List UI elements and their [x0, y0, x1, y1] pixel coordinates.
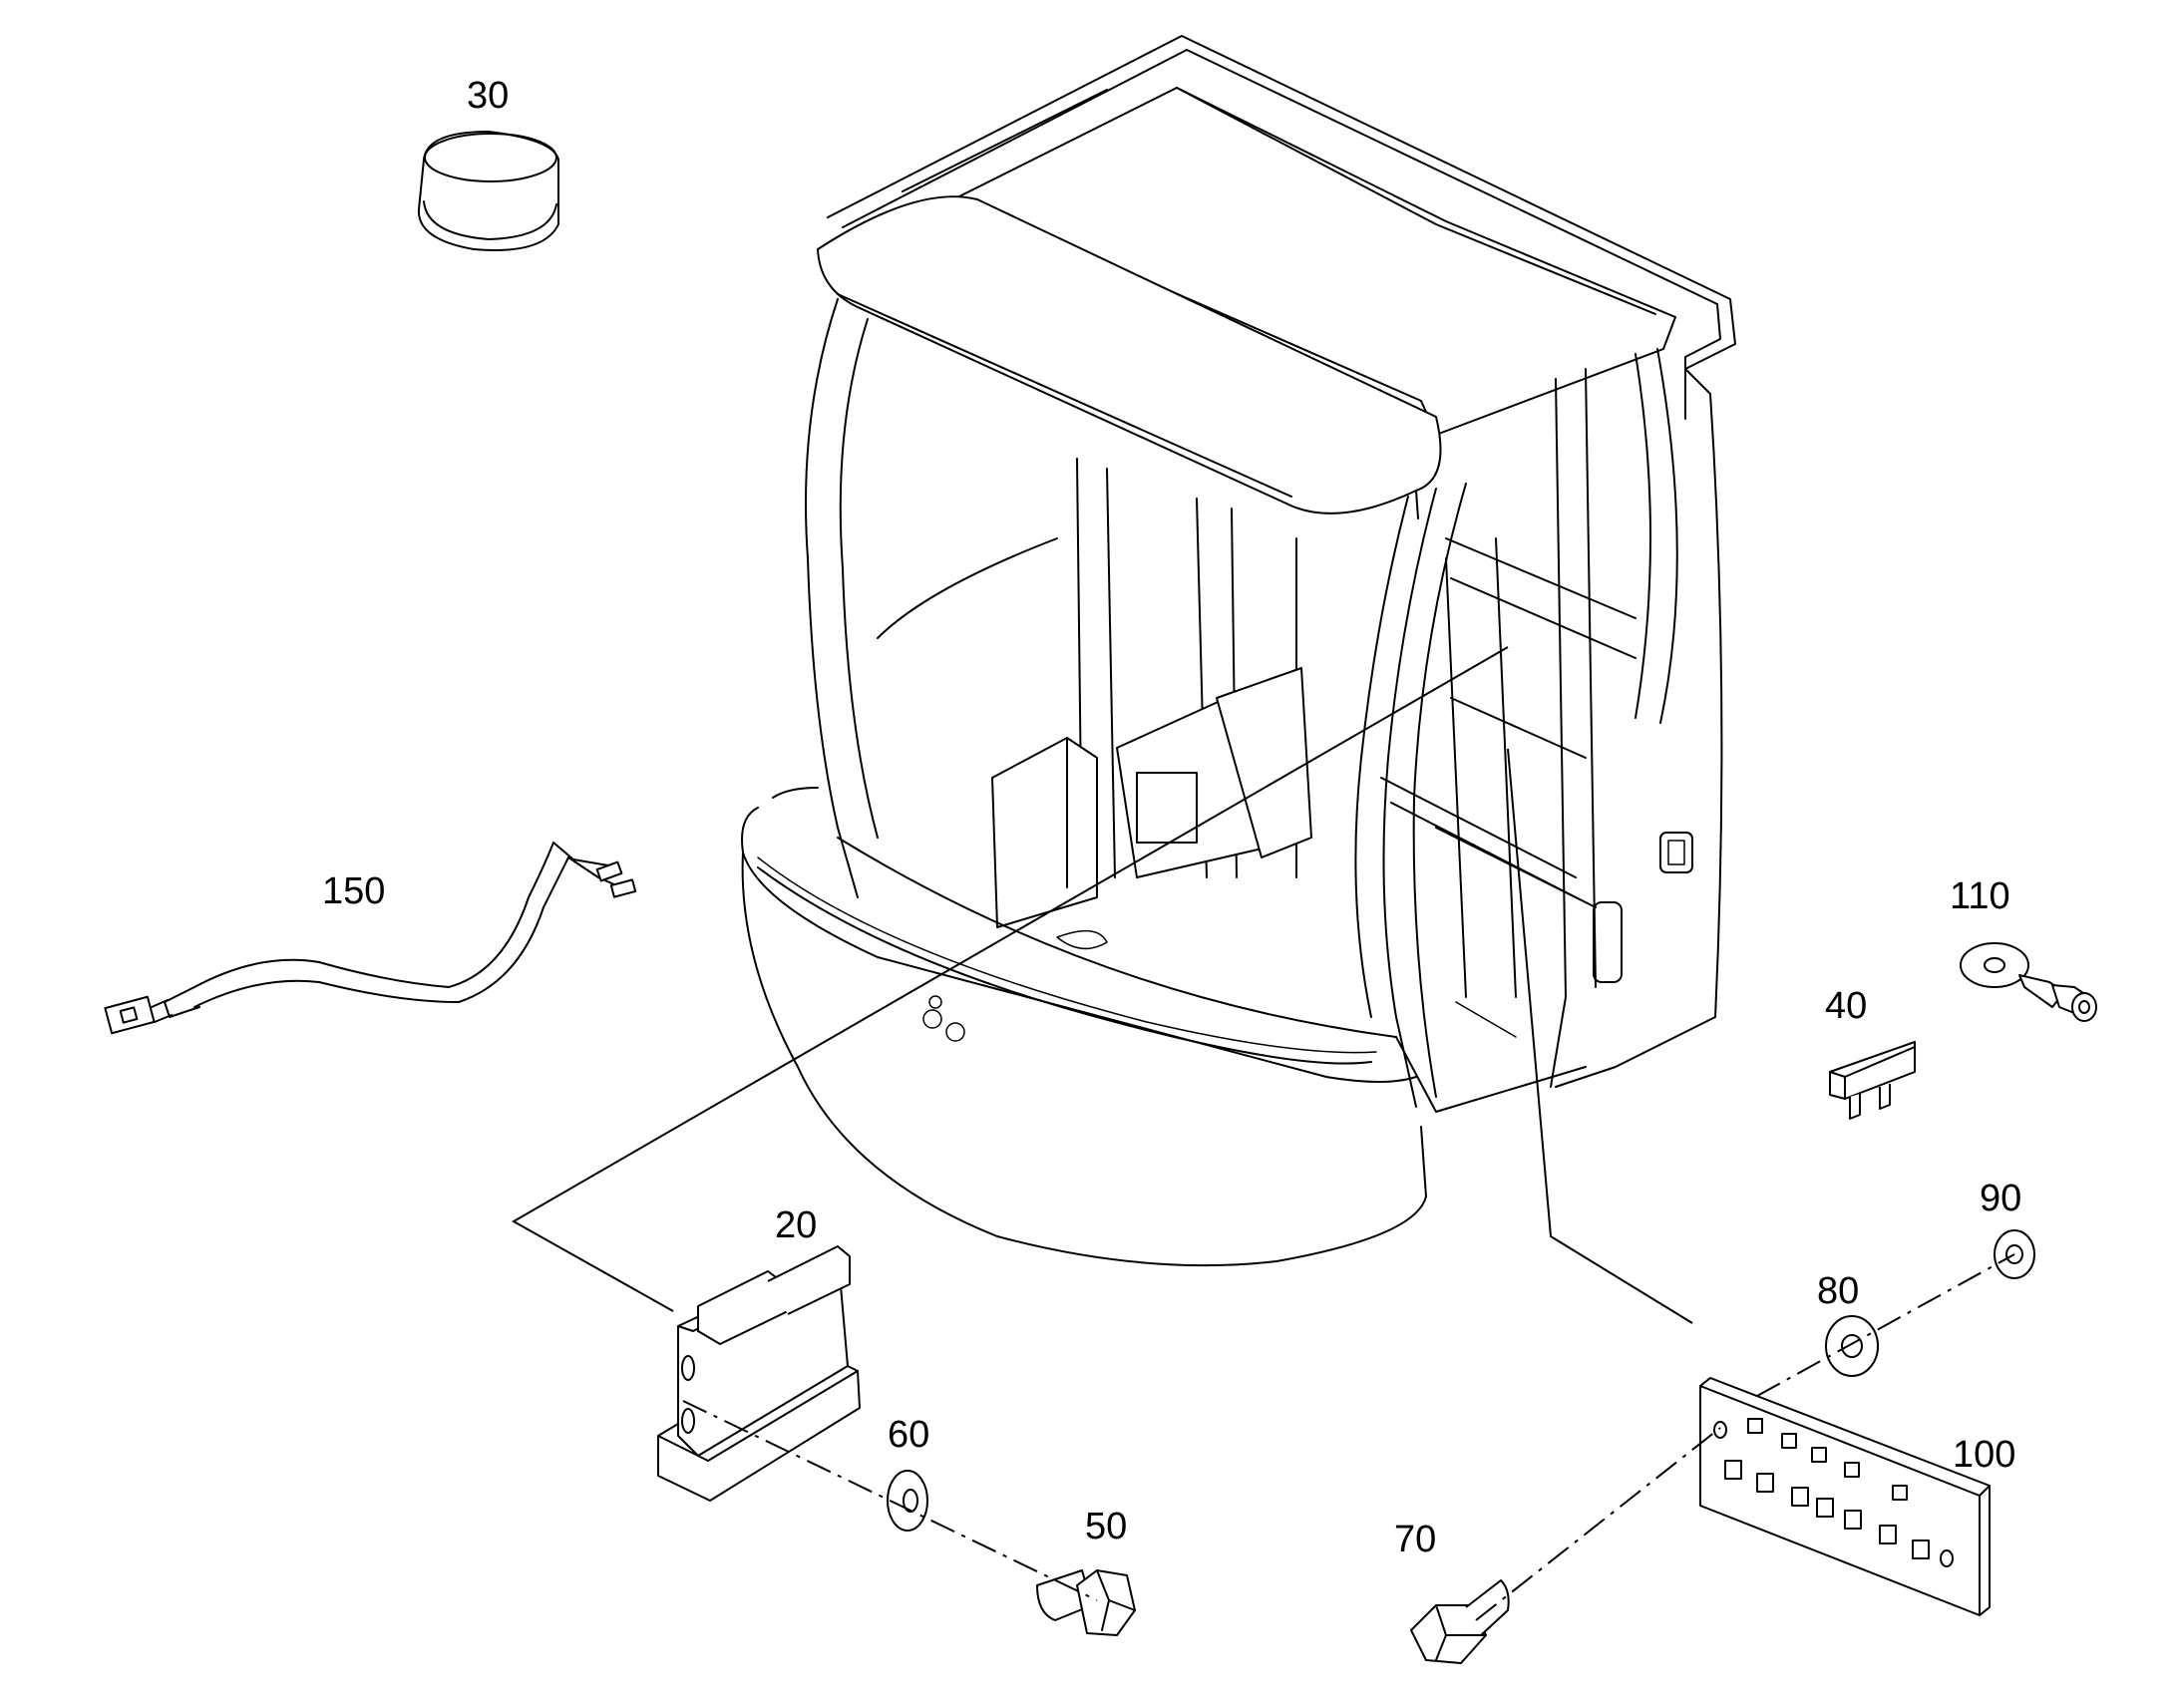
leader-lines — [511, 646, 2015, 1621]
part-60-washer — [887, 1470, 928, 1532]
part-100-fuse-board — [1699, 1377, 1991, 1616]
callout-20: 20 — [775, 1204, 818, 1246]
callout-80: 80 — [1817, 1270, 1860, 1312]
callout-70: 70 — [1394, 1519, 1437, 1560]
part-150-wiring-harness — [104, 842, 637, 1035]
part-80-washer — [1825, 1315, 1879, 1377]
callout-50: 50 — [1085, 1506, 1128, 1547]
part-110-ring-terminal — [1960, 942, 2097, 1022]
part-40-fuse — [1829, 1041, 1916, 1120]
part-30-cap — [417, 131, 559, 251]
callout-150: 150 — [322, 870, 386, 912]
callout-40: 40 — [1825, 985, 1868, 1027]
part-70-bolt — [1410, 1579, 1510, 1664]
part-50-bolt — [1036, 1569, 1136, 1636]
part-20-control-unit — [657, 1245, 861, 1502]
callout-30: 30 — [467, 75, 510, 117]
callout-60: 60 — [888, 1414, 930, 1456]
callout-90: 90 — [1980, 1178, 2022, 1219]
callout-110: 110 — [1950, 875, 2010, 917]
callout-100: 100 — [1953, 1434, 2016, 1476]
operator-cab — [741, 35, 1736, 1267]
